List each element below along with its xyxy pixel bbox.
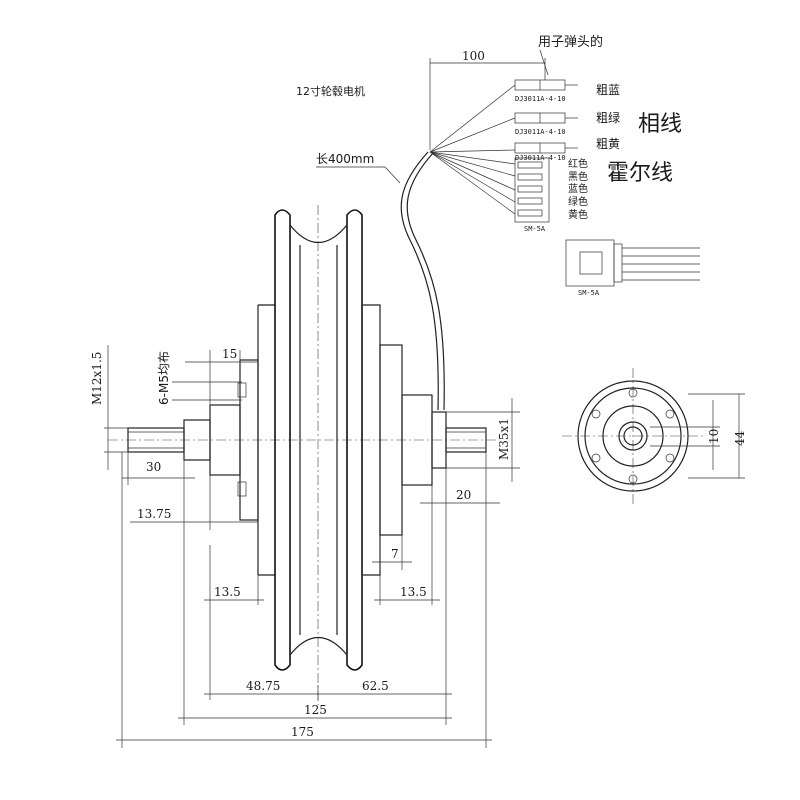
svg-text:6-M5均布: 6-M5均布 <box>157 351 171 405</box>
wire-fanout <box>429 84 516 215</box>
axle-length-dimension: 30 <box>122 452 195 485</box>
flange-dia-dimension: 44 <box>688 393 747 479</box>
axle-thread-dimension: M12x1.5 <box>90 345 128 470</box>
svg-text:44: 44 <box>733 430 747 446</box>
flat-width-dimension: 10 <box>650 400 721 470</box>
overall-width-dimension: 175 <box>116 452 492 748</box>
svg-text:13.75: 13.75 <box>137 507 171 521</box>
svg-text:30: 30 <box>146 460 161 474</box>
phase-connector-part-1: DJ3011A-4-10 <box>515 95 566 103</box>
flange-end-view <box>562 368 705 506</box>
left-offset-dimension: 13.75 <box>130 475 258 530</box>
hall-wire-red: 红色 <box>568 157 588 170</box>
svg-text:M12x1.5: M12x1.5 <box>90 352 104 405</box>
phase-group-label: 相线 <box>638 112 682 137</box>
wheel-rim <box>274 209 291 671</box>
motor-cable <box>400 151 439 411</box>
bolt-pattern-note: 6-M5均布 <box>157 351 242 405</box>
right-brake-dimension: 13.5 <box>374 485 440 605</box>
hall-connector-part: SM-5A <box>524 225 546 233</box>
svg-text:M35x1: M35x1 <box>497 418 511 460</box>
phase-wire-yellow: 粗黄 <box>596 137 620 151</box>
bolt-depth-dimension: 15 <box>185 347 258 410</box>
svg-text:13.5: 13.5 <box>214 585 241 599</box>
hall-connector-detail: SM-5A <box>565 239 700 297</box>
hall-wire-blue: 蓝色 <box>568 182 588 195</box>
left-brake-dimension: 13.5 <box>204 545 264 605</box>
svg-text:100: 100 <box>462 49 485 63</box>
hall-wire-yellow: 黄色 <box>568 208 588 221</box>
svg-text:20: 20 <box>456 488 471 502</box>
body-width-dimension: 125 <box>178 485 452 725</box>
svg-text:13.5: 13.5 <box>400 585 427 599</box>
left-half-dimension: 48.75 <box>246 679 280 693</box>
hall-connector-detail-part: SM-5A <box>578 289 600 297</box>
cable-length-label: 长400mm <box>316 152 374 166</box>
bullet-connector-note: 用子弹头的 <box>538 34 603 50</box>
right-half-dimension: 62.5 <box>362 679 389 693</box>
svg-text:7: 7 <box>391 547 399 561</box>
hall-wire-green: 绿色 <box>568 195 588 208</box>
phase-connectors: DJ3011A-4-10 粗蓝 DJ3011A-4-10 粗绿 DJ3011A-… <box>514 79 620 162</box>
hub-motor-side-view <box>108 151 500 705</box>
phase-wire-blue: 粗蓝 <box>596 83 620 97</box>
bearing-thread-dimension: M35x1 <box>446 398 520 482</box>
phase-wire-green: 粗绿 <box>596 110 620 125</box>
step-dimension: 7 <box>372 535 412 570</box>
hall-connector: 红色 黑色 蓝色 绿色 黄色 SM-5A <box>514 157 588 233</box>
phase-connector-part-2: DJ3011A-4-10 <box>515 128 566 136</box>
hall-group-label: 霍尔线 <box>607 161 673 186</box>
lead-width-dimension: 100 <box>429 49 546 150</box>
hall-wire-black: 黑色 <box>568 170 588 183</box>
half-width-dimensions: 48.75 62.5 <box>204 468 452 725</box>
drawing-title: 12寸轮毂电机 <box>296 84 365 98</box>
axle-right <box>445 427 487 453</box>
svg-text:175: 175 <box>291 725 314 739</box>
svg-text:15: 15 <box>222 347 237 361</box>
svg-text:125: 125 <box>304 703 327 717</box>
right-axle-dimension: 20 <box>420 452 500 510</box>
svg-text:10: 10 <box>707 429 721 444</box>
